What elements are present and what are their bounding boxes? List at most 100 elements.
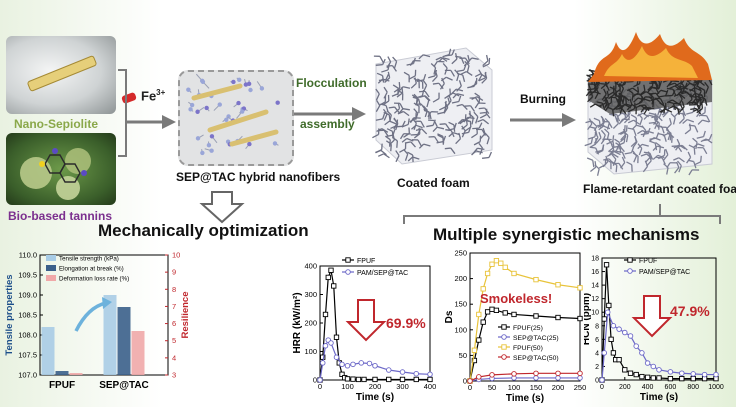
data-point: [656, 375, 662, 381]
x-tick-label: 200: [369, 382, 382, 391]
foam-strut: [426, 124, 434, 128]
x-tick-label: 0: [468, 383, 472, 392]
foam-strut: [615, 165, 618, 173]
foam-strut: [383, 113, 388, 121]
bar-1: [55, 371, 69, 375]
data-point: [498, 260, 504, 266]
foam-strut: [633, 128, 637, 137]
foam-strut: [432, 126, 438, 132]
foam-strut: [674, 85, 682, 91]
sepiolite-label: Nano-Sepiolite: [14, 117, 99, 131]
foam-strut: [645, 91, 653, 96]
foam-strut: [486, 137, 490, 145]
foam-strut: [389, 114, 392, 122]
foam-strut: [482, 63, 490, 68]
y-tick-label: 6: [595, 337, 599, 344]
data-point: [511, 311, 517, 318]
foam-strut: [442, 62, 448, 69]
foam-strut: [688, 124, 695, 127]
data-point: [480, 286, 486, 292]
foam-strut: [472, 127, 480, 130]
foam-strut: [466, 65, 470, 73]
foam-strut: [436, 140, 444, 144]
foam-strut: [395, 150, 400, 156]
data-point: [350, 361, 356, 368]
foam-strut: [484, 132, 490, 138]
data-point: [555, 282, 561, 288]
foam-strut: [692, 137, 698, 143]
data-point: [627, 333, 634, 339]
foam-strut: [481, 77, 488, 84]
y-tick-label: 8: [595, 323, 599, 330]
foam-strut: [669, 117, 672, 125]
foam-strut: [655, 124, 663, 128]
foam-strut: [588, 91, 595, 97]
foam-strut: [473, 111, 479, 118]
foam-strut: [464, 57, 470, 65]
y-tick-label: 100: [454, 325, 467, 334]
foam-strut: [594, 87, 599, 94]
foam-strut: [460, 70, 467, 75]
foam-strut: [408, 75, 416, 80]
foam-strut: [428, 75, 436, 79]
network-node: [206, 142, 212, 148]
foam-strut: [590, 120, 597, 127]
foam-strut: [478, 69, 483, 76]
y2-tick-label: 10: [172, 251, 180, 260]
foam-strut: [646, 130, 654, 134]
foam-strut: [654, 82, 660, 90]
foam-strut: [424, 95, 431, 102]
foam-strut: [624, 103, 632, 109]
foam-strut: [479, 111, 486, 114]
foam-strut: [686, 91, 693, 98]
foam-strut: [615, 97, 620, 105]
network-node: [236, 100, 241, 106]
foam-strut: [656, 115, 663, 122]
y-tick-label: 108.0: [18, 331, 37, 340]
foam-strut: [679, 84, 683, 91]
foam-strut: [648, 112, 655, 115]
y-axis-label: Tensile properties: [4, 274, 15, 355]
data-point: [555, 314, 561, 321]
network-node: [248, 87, 253, 93]
foam-strut: [674, 167, 680, 174]
foam-strut: [420, 103, 426, 110]
y-tick-label: 109.5: [18, 271, 37, 280]
foam-strut: [640, 153, 647, 157]
foam-strut: [392, 56, 398, 62]
foam-strut: [658, 154, 665, 160]
foam-strut: [382, 112, 386, 120]
foam-strut: [456, 103, 463, 107]
foam-strut: [584, 142, 592, 147]
foam-strut: [631, 93, 634, 101]
foam-strut: [594, 103, 602, 108]
data-point: [679, 375, 685, 382]
foam-strut: [440, 56, 448, 62]
foam-strut: [682, 109, 687, 117]
foam-strut: [655, 141, 661, 147]
foam-strut: [477, 74, 483, 82]
foam-strut: [478, 77, 486, 82]
foam-strut: [381, 75, 385, 83]
foam-strut: [397, 110, 404, 115]
foam-strut: [628, 89, 634, 95]
flocculation-arrow: [294, 107, 366, 121]
foam-strut: [478, 142, 484, 149]
down-hollow-arrow: [199, 191, 245, 224]
foam-strut: [621, 107, 627, 115]
data-point: [633, 371, 639, 378]
data-point: [333, 354, 340, 360]
foam-strut: [413, 133, 421, 139]
foam-strut: [411, 118, 417, 124]
foam-strut: [413, 108, 419, 114]
x-tick-label: 1000: [708, 384, 724, 391]
y-axis-label: Ds: [444, 310, 455, 323]
foam-strut: [445, 123, 451, 130]
foam-strut: [375, 118, 383, 121]
data-point: [355, 376, 362, 383]
data-point: [502, 264, 508, 270]
nanofiber-rod: [229, 129, 279, 147]
foam-strut: [701, 102, 704, 109]
